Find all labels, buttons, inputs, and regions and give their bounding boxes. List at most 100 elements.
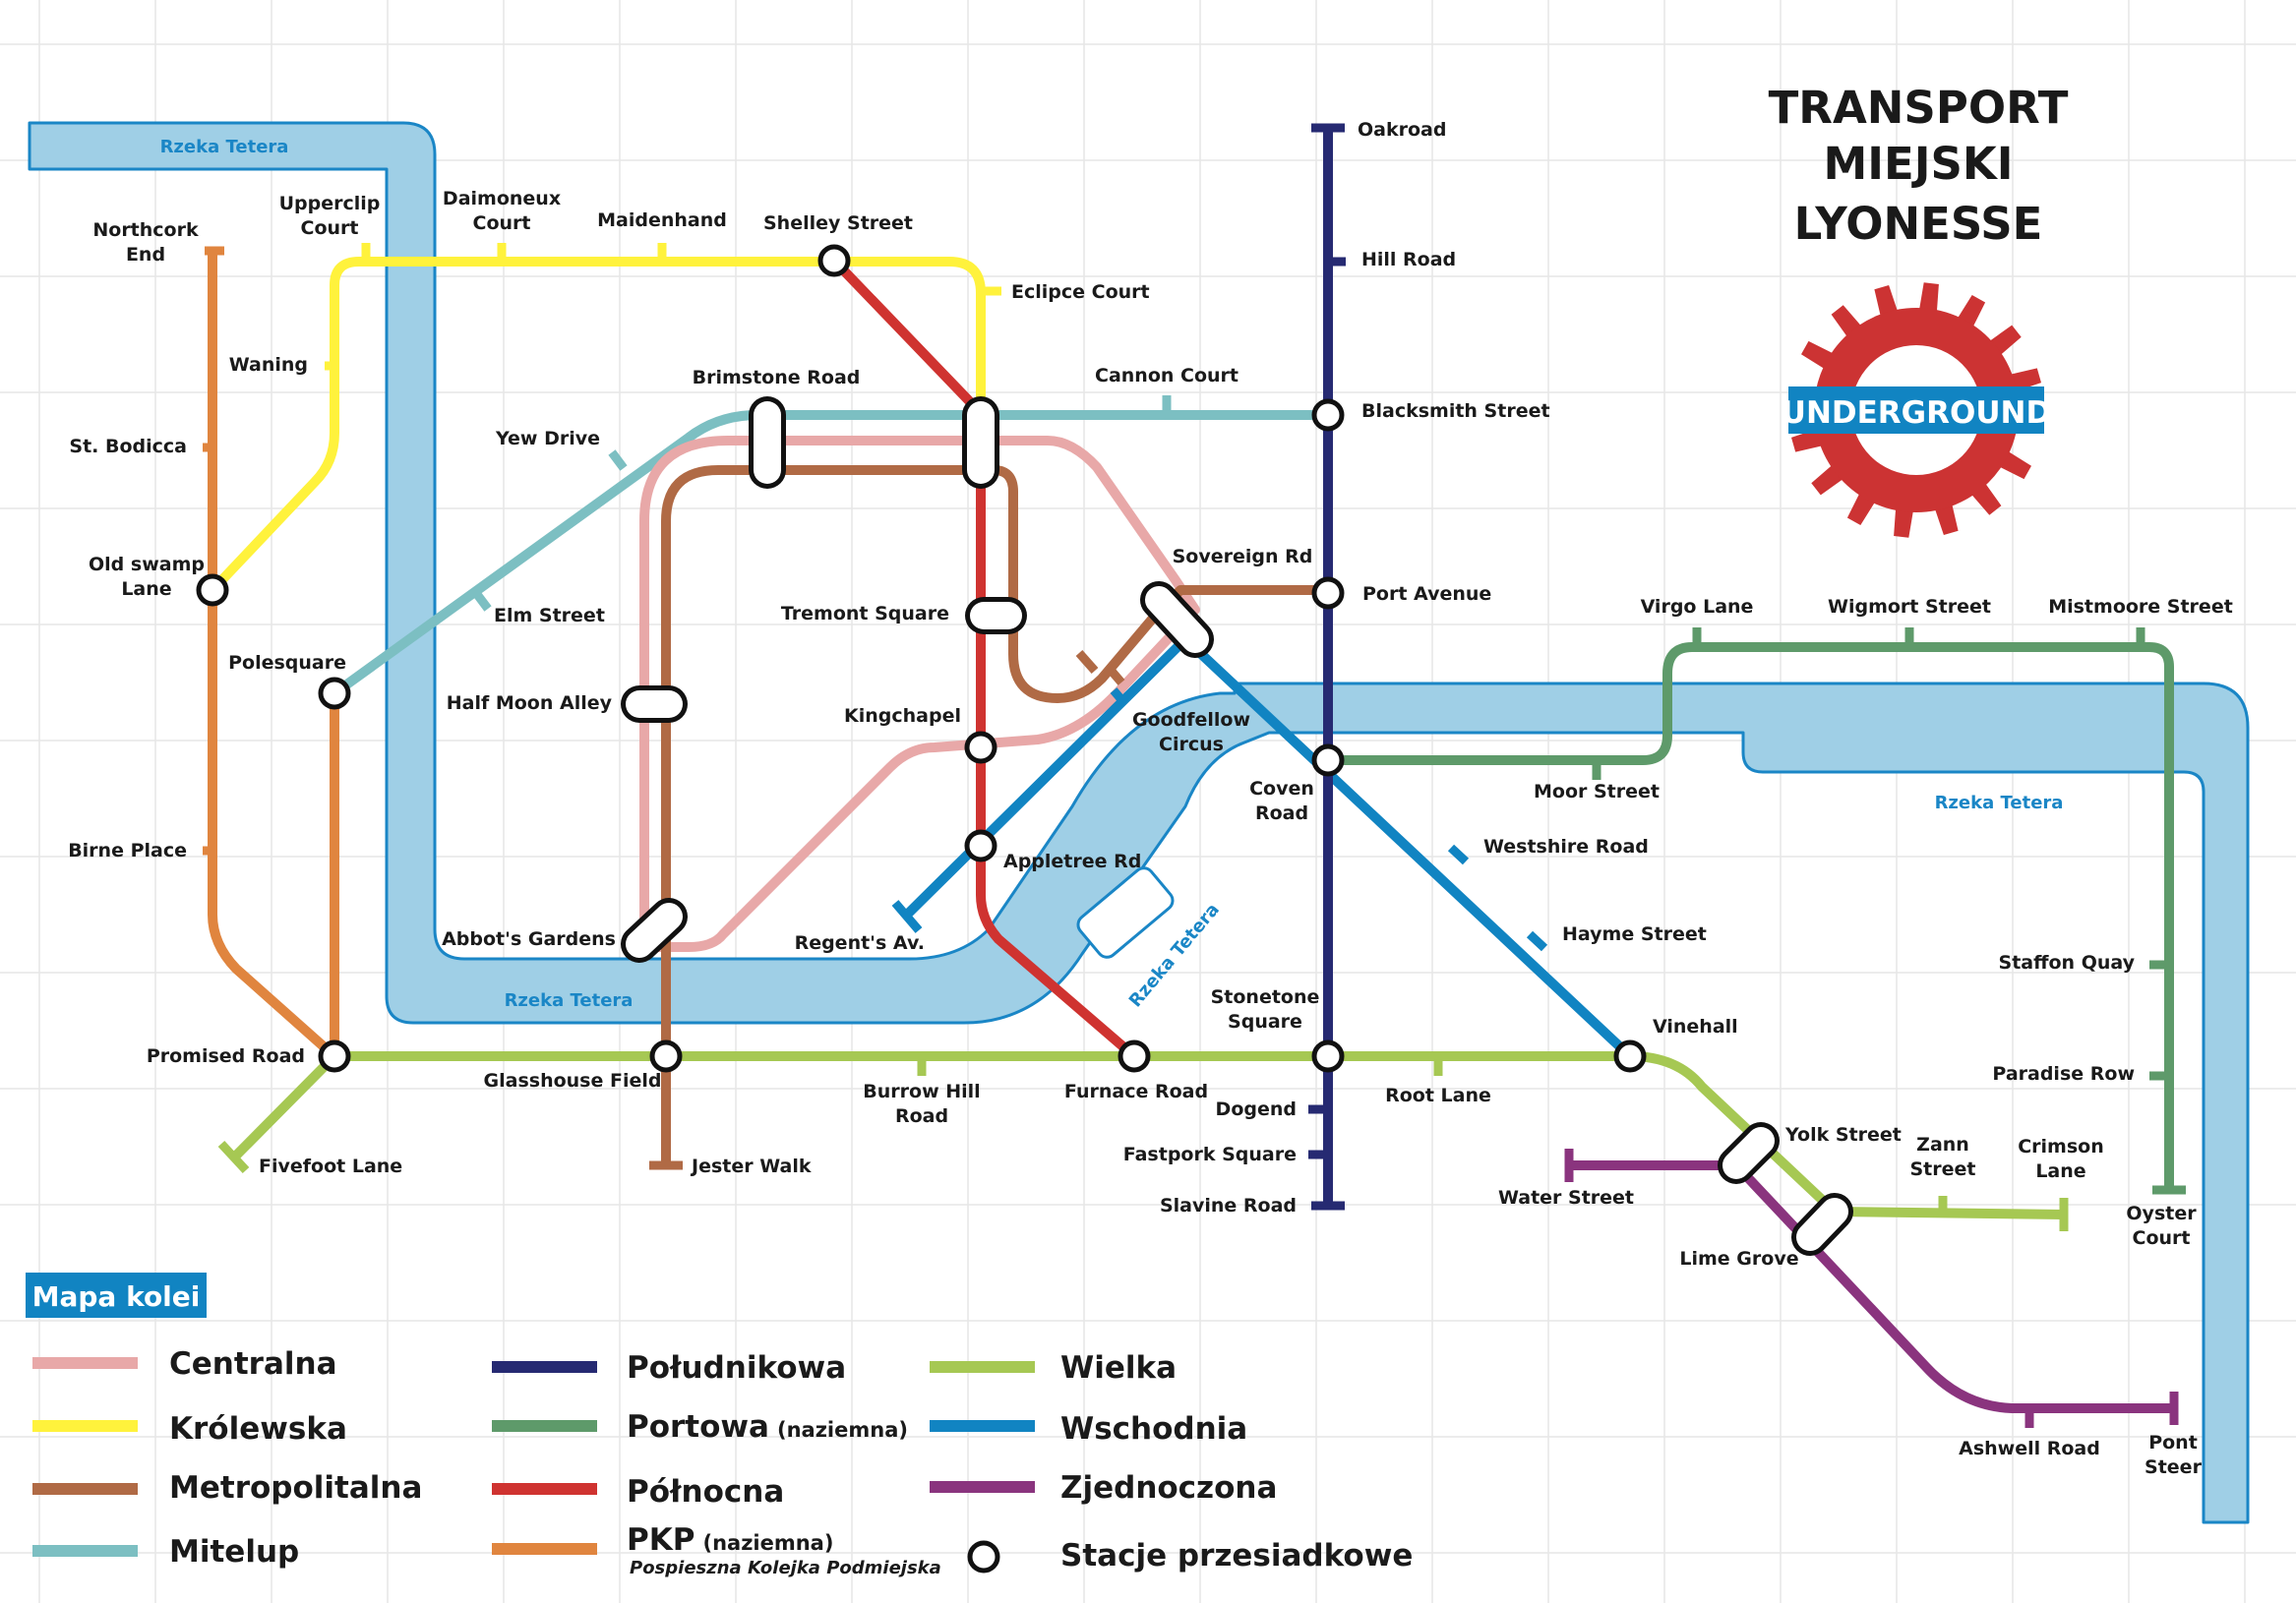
station-hayme-street[interactable]: Hayme Street [1562,923,1707,945]
station-tick [1106,666,1125,685]
interchange-station[interactable] [1311,1039,1345,1073]
interchange-station[interactable] [649,1039,683,1073]
line-polnocna [830,257,1138,1060]
station-oakroad[interactable]: Oakroad [1358,119,1446,141]
legend-label: Metropolitalna [169,1470,422,1506]
station-root-lane[interactable]: Root Lane [1385,1085,1491,1106]
station-ticks [203,123,2186,1428]
station-dogend[interactable]: Dogend [1216,1098,1297,1120]
river-label-bottom: Rzeka Tetera [505,990,634,1011]
station-birne-place[interactable]: Birne Place [68,840,187,861]
river-label-east: Rzeka Tetera [1935,793,2064,813]
interchange-station[interactable] [318,1039,351,1073]
station-vinehall[interactable]: Vinehall [1653,1016,1738,1038]
legend-item-mitelup: Mitelup [32,1534,299,1570]
station-furnace-road[interactable]: Furnace Road [1064,1081,1208,1102]
station-yolk-street[interactable]: Yolk Street [1784,1124,1902,1146]
interchange-link[interactable] [1140,581,1214,658]
station-hill-road[interactable]: Hill Road [1361,249,1456,270]
station-staffon-quay[interactable]: Staffon Quay [1999,952,2136,974]
legend-label: Centralna [169,1346,337,1382]
legend-item-interchange: Stacje przesiadkowe [967,1538,1413,1573]
interchange-station[interactable] [817,244,851,277]
line-pkp [208,251,338,1060]
legend-label: Królewska [169,1411,347,1447]
interchange-station[interactable] [196,573,229,607]
interchange-station[interactable] [318,677,351,710]
station-jester-walk[interactable]: Jester Walk [690,1156,812,1177]
station-fastpork-square[interactable]: Fastpork Square [1123,1144,1297,1165]
station-waning[interactable]: Waning [229,354,308,376]
station-paradise-row[interactable]: Paradise Row [1992,1063,2135,1085]
interchange-station[interactable] [1613,1039,1647,1073]
legend-label: Zjednoczona [1060,1470,1277,1506]
station-blacksmith-street[interactable]: Blacksmith Street [1361,400,1550,422]
station-ashwell-road[interactable]: Ashwell Road [1959,1438,2100,1459]
station-sovereign-rd[interactable]: Sovereign Rd [1173,546,1313,567]
station-kingchapel[interactable]: Kingchapel [844,705,961,727]
legend-label: PKP(naziemna) [627,1522,833,1558]
station-port-avenue[interactable]: Port Avenue [1362,583,1491,605]
legend-label: Północna [627,1474,784,1510]
station-brimstone-road[interactable]: Brimstone Road [693,367,861,388]
station-cannon-court[interactable]: Cannon Court [1095,365,1239,386]
interchange-link[interactable] [1718,1122,1780,1184]
station-elm-street[interactable]: Elm Street [494,605,605,626]
station-polesquare[interactable]: Polesquare [228,652,346,674]
legend-item-zjednoczona: Zjednoczona [930,1470,1277,1506]
station-tick [891,900,923,933]
river-label-top: Rzeka Tetera [160,137,289,157]
station-tremont-square[interactable]: Tremont Square [781,603,949,624]
legend-label: Południkowa [627,1350,846,1386]
station-glasshouse-field[interactable]: Glasshouse Field [484,1070,662,1092]
station-eclipce-court[interactable]: Eclipce Court [1011,281,1150,303]
station-tick [1526,930,1548,952]
station-wigmort-street[interactable]: Wigmort Street [1828,596,1991,618]
station-moor-street[interactable]: Moor Street [1534,781,1660,802]
line-wielka-fivefoot [229,1052,338,1162]
station-tick [217,1140,250,1174]
station-mistmoore-street[interactable]: Mistmoore Street [2048,596,2233,618]
station-regents-av[interactable]: Regent's Av. [795,932,925,954]
station-fivefoot-lane[interactable]: Fivefoot Lane [259,1156,402,1177]
station-lime-grove[interactable]: Lime Grove [1679,1248,1798,1270]
interchange-station[interactable] [1118,1039,1151,1073]
interchange-link[interactable] [621,898,688,963]
interchange-station[interactable] [964,731,997,764]
station-water-street[interactable]: Water Street [1498,1187,1634,1209]
station-tick [1447,844,1470,865]
station-half-moon-alley[interactable]: Half Moon Alley [447,692,613,714]
station-promised-road[interactable]: Promised Road [147,1045,305,1067]
station-yew-drive[interactable]: Yew Drive [495,428,600,449]
station-westshire-road[interactable]: Westshire Road [1483,836,1649,858]
interchange-station[interactable] [964,829,997,862]
legend-header-bg [26,1273,207,1318]
station-appletree-rd[interactable]: Appletree Rd [1003,851,1141,872]
station-abbots-gardens[interactable]: Abbot's Gardens [442,928,616,950]
station-maidenhand[interactable]: Maidenhand [597,209,727,231]
interchange-link[interactable] [1791,1193,1853,1256]
interchange-station[interactable] [1311,576,1345,610]
interchange-station[interactable] [1311,398,1345,432]
station-shelley-street[interactable]: Shelley Street [763,212,913,234]
legend-label: Stacje przesiadkowe [1060,1538,1413,1573]
legend-item-centralna: Centralna [32,1346,337,1382]
interchange-station[interactable] [1311,743,1345,777]
station-virgo-lane[interactable]: Virgo Lane [1641,596,1754,618]
station-slavine-road[interactable]: Slavine Road [1160,1195,1297,1217]
station-st-bodicca[interactable]: St. Bodicca [69,436,187,457]
